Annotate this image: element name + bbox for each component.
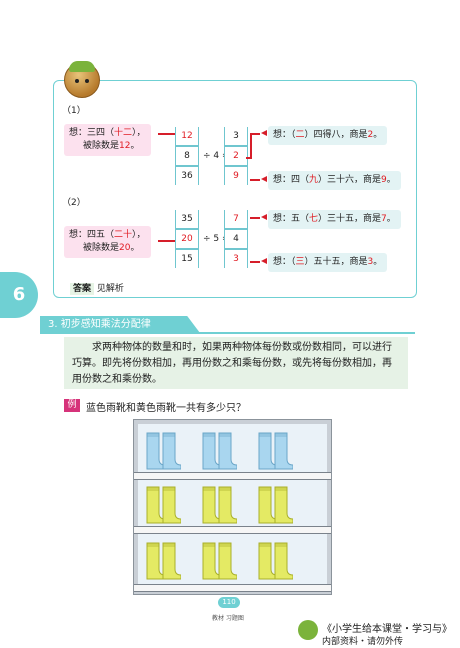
footer-book-title: 《小学生给本课堂・学习与》 — [322, 624, 452, 635]
page-number: 110 — [218, 597, 240, 608]
table-cell: 20 — [176, 229, 198, 249]
table-cell: 2 — [225, 146, 247, 166]
part2-right-note-2: 想：（三）五十五，商是3。 — [268, 253, 388, 272]
part2-right-note-1: 想：五（七）三十五，商是7。 — [268, 210, 401, 229]
table-cell: 3 — [225, 127, 247, 146]
example-question: 蓝色雨靴和黄色雨靴一共有多少只？ — [86, 403, 246, 414]
arrow-icon — [261, 214, 267, 220]
footer-notice: 内部资料・请勿外传 — [322, 637, 404, 647]
part2-operator: ÷ 5 = — [203, 234, 230, 244]
table-cell: 12 — [176, 127, 198, 146]
page-tab: 6 — [0, 272, 38, 318]
part1-bracket — [250, 133, 252, 158]
table-cell: 7 — [225, 210, 247, 229]
mascot-icon — [64, 61, 100, 98]
part2-left-connector — [158, 240, 175, 242]
table-cell: 9 — [225, 166, 247, 185]
part1-right-note-1: 想：（二）四得八，商是2。 — [268, 126, 388, 145]
part1-dividend-column: 12 8 36 — [175, 127, 199, 185]
arrow-icon — [261, 130, 267, 136]
section-divider — [40, 332, 415, 334]
table-cell: 3 — [225, 249, 247, 268]
arrow-icon — [261, 258, 267, 264]
table-cell: 15 — [176, 249, 198, 268]
publisher-logo-icon — [298, 620, 318, 640]
rule-box: 求两种物体的数量和时，如果两种物体每份数或份数相同，可以进行巧算。即先将份数相加… — [64, 337, 408, 389]
footer-caption: 教材 习题图 — [212, 615, 244, 622]
part2-dividend-column: 35 20 15 — [175, 210, 199, 268]
yellow-boot-icon — [145, 541, 182, 581]
blue-boot-icon — [145, 431, 182, 471]
answer-text: 见解析 — [96, 284, 124, 294]
arrow-icon — [261, 176, 267, 182]
answer-label: 答案 — [70, 283, 95, 295]
yellow-boot-icon — [257, 541, 294, 581]
example-label: 例 — [64, 399, 80, 412]
boots-layer — [133, 419, 330, 593]
blue-boot-icon — [257, 431, 294, 471]
table-cell: 35 — [176, 210, 198, 229]
table-cell: 36 — [176, 166, 198, 185]
part2-left-note: 想：四五（二十）， 被除数是20。 — [64, 226, 151, 258]
part1-right-note-2: 想：四（九）三十六，商是9。 — [268, 171, 401, 190]
part1-left-note: 想：三四（十二）， 被除数是12。 — [64, 124, 151, 156]
yellow-boot-icon — [257, 485, 294, 525]
part2-quotient-column: 7 4 3 — [224, 210, 248, 268]
answer: 答案 见解析 — [70, 281, 124, 295]
yellow-boot-icon — [201, 541, 238, 581]
part1-label: （1） — [62, 106, 86, 116]
table-cell: 4 — [225, 229, 247, 249]
part2-label: （2） — [62, 198, 86, 208]
yellow-boot-icon — [201, 485, 238, 525]
table-cell: 8 — [176, 146, 198, 166]
part1-operator: ÷ 4 = — [203, 151, 230, 161]
blue-boot-icon — [201, 431, 238, 471]
section-title: 3. 初步感知乘法分配律 — [40, 316, 200, 333]
part1-left-connector — [158, 133, 175, 135]
part1-quotient-column: 3 2 9 — [224, 127, 248, 185]
yellow-boot-icon — [145, 485, 182, 525]
